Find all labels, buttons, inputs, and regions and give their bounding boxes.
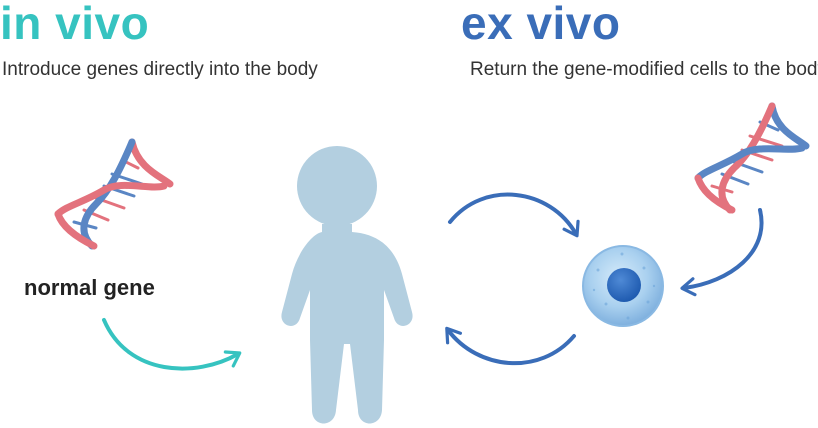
dna-icon-left [54,138,174,250]
in-vivo-description: Introduce genes directly into the body [2,59,318,80]
normal-gene-label: normal gene [24,275,155,300]
ex-vivo-title: ex vivo [461,0,621,49]
arrow-icon-normal-gene-to-body [102,318,242,371]
arrow-icon-body-to-cell [448,192,580,238]
human-body-icon [281,146,413,424]
arrow-icon-cell-to-body [445,326,576,366]
cell-icon [582,245,664,327]
dna-icon-right [694,102,810,214]
ex-vivo-description: Return the gene-modified cells to the bo… [470,59,818,80]
dna-icon [60,140,132,240]
in-vivo-title: in vivo [0,0,150,49]
arrow-icon-dna-to-cell [680,208,764,297]
